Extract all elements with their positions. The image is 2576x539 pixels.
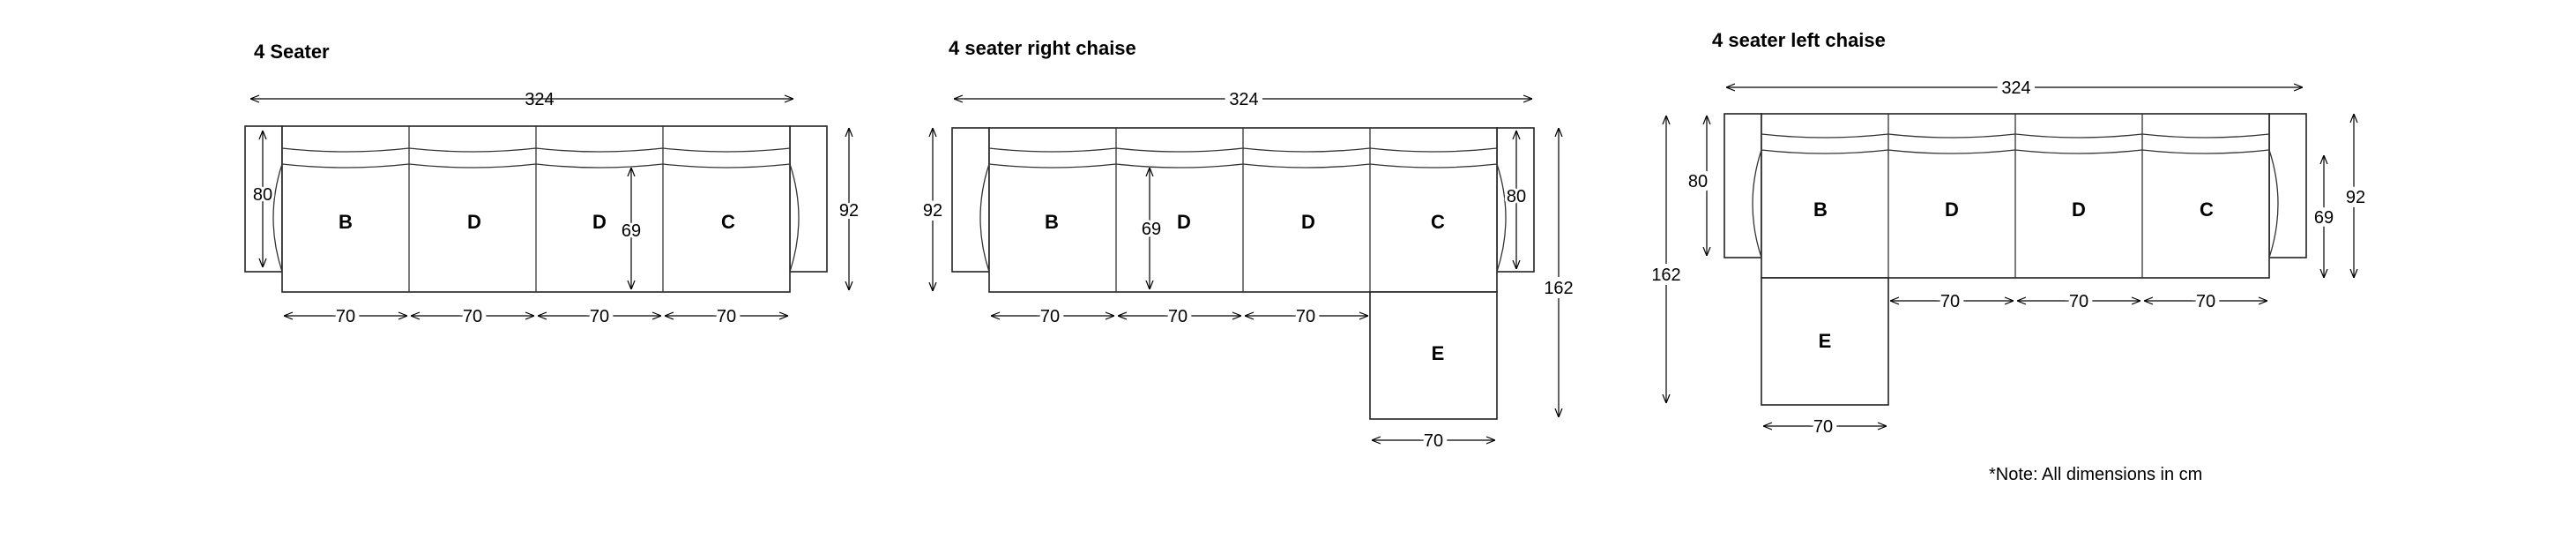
chaise-seat-label: E [1432,342,1445,364]
seat-label: D [592,211,607,233]
seat-label: B [1045,211,1059,233]
chaise-depth-label: 162 [1651,266,1680,285]
seat-width-label: 70 [1040,307,1060,326]
arm-depth-label: 80 [1688,172,1708,191]
diagram-title: 4 seater right chaise [949,37,1136,59]
arm-depth-label: 80 [253,185,272,205]
diagram-title: 4 seater left chaise [1712,29,1886,51]
seat-width-label: 70 [336,307,355,326]
seat-label: C [1431,211,1445,233]
seat-label: D [1945,198,1959,221]
diagram-4-seater-left-chaise: 4 seater left chaise 324 B D D C E 162 8… [1647,29,2370,441]
seat-depth-label: 69 [1142,220,1161,239]
seat-width-label: 70 [1940,292,1960,311]
seat-label: D [1177,211,1191,233]
seat-depth-label: 69 [622,221,641,241]
diagram-4-seater: 4 Seater 324 B D D C 80 69 92 [244,41,861,331]
dimensions-note: *Note: All dimensions in cm [1989,465,2202,484]
seat-width-label: 70 [463,307,482,326]
chaise-depth-label: 162 [1544,279,1573,298]
seat-label: D [2072,198,2086,221]
seat-label: D [467,211,481,233]
total-depth-label: 92 [923,201,942,221]
chaise-seat-label: E [1819,330,1832,352]
overall-width-label: 324 [1229,90,1258,109]
overall-width-label: 324 [2001,79,2030,98]
overall-width-label: 324 [525,90,554,109]
seat-width-label: 70 [2196,292,2215,311]
seat-depth-label: 69 [2314,208,2334,228]
seat-width-label: 70 [1168,307,1187,326]
seat-label: C [721,211,735,233]
seat-label: C [2200,198,2214,221]
seat-width-label: 70 [717,307,736,326]
seat-label: B [1813,198,1828,221]
chaise-section [1369,291,1498,420]
seat-label: D [1301,211,1315,233]
total-depth-label: 92 [839,201,859,221]
chaise-section [1761,277,1889,406]
diagram-4-seater-right-chaise: 4 seater right chaise 324 B D D C E 92 6… [919,37,1578,455]
arm-depth-label: 80 [1507,187,1526,206]
chaise-width-label: 70 [1813,417,1833,437]
seat-width-label: 70 [590,307,609,326]
seat-label: B [339,211,353,233]
seat-width-label: 70 [2069,292,2088,311]
diagram-title: 4 Seater [254,41,330,63]
total-depth-label: 92 [2346,188,2365,207]
arm-left [951,127,990,273]
chaise-width-label: 70 [1424,431,1443,451]
seat-width-label: 70 [1296,307,1315,326]
